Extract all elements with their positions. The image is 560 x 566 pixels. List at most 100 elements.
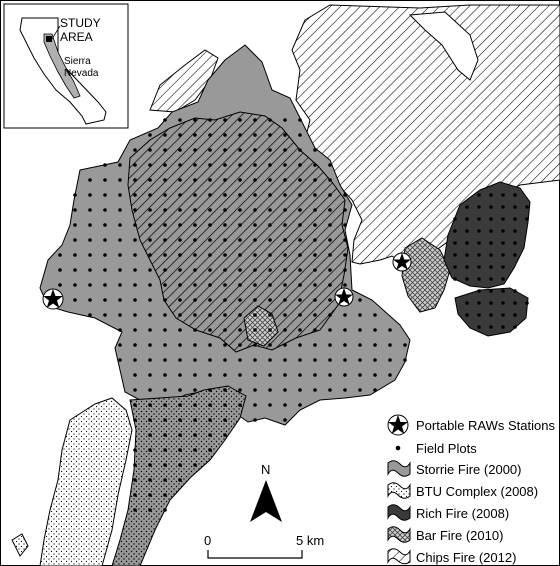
field-plot-dot bbox=[388, 373, 392, 377]
field-plot-dot bbox=[343, 193, 347, 197]
field-plot-dot bbox=[208, 268, 212, 272]
study-area-leader bbox=[51, 25, 61, 40]
field-plot-dot bbox=[73, 283, 77, 287]
field-plot-dot bbox=[163, 208, 167, 212]
field-plot-dot bbox=[163, 238, 167, 242]
field-plot-dot bbox=[313, 223, 317, 227]
field-plot-dot bbox=[148, 193, 152, 197]
field-plot-dot bbox=[178, 358, 182, 362]
field-plot-dot bbox=[238, 118, 242, 122]
field-plot-dot bbox=[513, 313, 517, 317]
field-plot-dot bbox=[328, 313, 332, 317]
field-plot-dot bbox=[489, 265, 493, 269]
field-plot-dot bbox=[133, 508, 137, 512]
field-plot-dot bbox=[238, 163, 242, 167]
field-plot-dot bbox=[178, 388, 182, 392]
field-plot-dot bbox=[223, 163, 227, 167]
field-plot-dot bbox=[223, 433, 227, 437]
field-plot-dot bbox=[208, 283, 212, 287]
field-plot-dot bbox=[88, 268, 92, 272]
field-plot-dot bbox=[343, 223, 347, 227]
field-plot-dot bbox=[358, 313, 362, 317]
field-plot-dot bbox=[253, 163, 257, 167]
field-plot-dot bbox=[343, 373, 347, 377]
field-plot-dot bbox=[148, 373, 152, 377]
field-plot-dot bbox=[193, 388, 197, 392]
field-plot-dot bbox=[453, 241, 457, 245]
field-plot-dot bbox=[268, 133, 272, 137]
field-plot-dot bbox=[298, 133, 302, 137]
field-plot-dot bbox=[328, 193, 332, 197]
field-plot-dot bbox=[148, 178, 152, 182]
field-plot-dot bbox=[453, 277, 457, 281]
chips-fire-area bbox=[291, 4, 560, 266]
field-plot-dot bbox=[298, 358, 302, 362]
field-plot-dot bbox=[223, 178, 227, 182]
field-plot-dot bbox=[298, 403, 302, 407]
btu-complex-area bbox=[39, 397, 133, 566]
field-plot-dot bbox=[313, 148, 317, 152]
field-plot-dot bbox=[178, 313, 182, 317]
field-plot-dot bbox=[525, 205, 529, 209]
field-plot-dot bbox=[313, 298, 317, 302]
raws-station-west bbox=[42, 288, 64, 310]
field-plot-dot bbox=[178, 418, 182, 422]
field-plot-dot bbox=[163, 298, 167, 302]
field-plot-dot bbox=[489, 193, 493, 197]
field-plot-dot bbox=[208, 433, 212, 437]
field-plot-dot bbox=[328, 283, 332, 287]
field-plot-dot bbox=[268, 178, 272, 182]
field-plot-dot bbox=[328, 343, 332, 347]
field-plot-dot bbox=[103, 178, 107, 182]
field-plot-dot bbox=[223, 313, 227, 317]
field-plot-dot bbox=[328, 298, 332, 302]
bar-fire-area bbox=[401, 237, 451, 313]
field-plot-dot bbox=[178, 208, 182, 212]
field-plot-dot bbox=[283, 133, 287, 137]
field-plot-dot bbox=[298, 313, 302, 317]
field-plot-dot bbox=[193, 358, 197, 362]
storrie-swatch-icon bbox=[387, 460, 411, 477]
field-plot-dot bbox=[223, 343, 227, 347]
field-plot-dot bbox=[148, 238, 152, 242]
field-plot-dot bbox=[489, 241, 493, 245]
field-plot-dot bbox=[501, 241, 505, 245]
field-plot-dot bbox=[313, 283, 317, 287]
field-plot-dot bbox=[253, 193, 257, 197]
field-plots-group bbox=[58, 118, 529, 512]
field-plot-dot bbox=[283, 283, 287, 287]
field-plot-dot bbox=[453, 217, 457, 221]
field-plot-dot bbox=[208, 418, 212, 422]
field-plot-dot bbox=[313, 178, 317, 182]
field-plot-dot bbox=[133, 178, 137, 182]
field-plot-dot bbox=[343, 358, 347, 362]
field-plot-dot bbox=[268, 298, 272, 302]
field-plot-dot bbox=[358, 388, 362, 392]
field-plot-dot bbox=[178, 298, 182, 302]
field-plot-dot bbox=[298, 298, 302, 302]
field-plot-dot bbox=[193, 238, 197, 242]
field-plot-dot bbox=[73, 268, 77, 272]
north-arrow-icon bbox=[250, 480, 282, 522]
field-plot-dot bbox=[465, 217, 469, 221]
field-plot-dot bbox=[358, 298, 362, 302]
field-plot-dot bbox=[163, 448, 167, 452]
field-plot-dot bbox=[501, 193, 505, 197]
field-plot-dot bbox=[388, 358, 392, 362]
field-plot-dot bbox=[178, 223, 182, 227]
field-plot-dot bbox=[88, 238, 92, 242]
scale-bar: 0 5 km bbox=[204, 533, 324, 559]
field-plot-dot bbox=[193, 403, 197, 407]
field-plot-dot bbox=[501, 301, 505, 305]
field-plot-dot bbox=[403, 358, 407, 362]
field-plot-dot bbox=[118, 358, 122, 362]
field-plot-dot bbox=[223, 268, 227, 272]
field-plot-dot bbox=[283, 148, 287, 152]
field-plot-dot bbox=[118, 298, 122, 302]
field-plot-dot bbox=[253, 313, 257, 317]
field-plot-dot bbox=[283, 358, 287, 362]
inset-study-label-2: AREA bbox=[60, 30, 93, 44]
field-plot-dot bbox=[103, 208, 107, 212]
field-plot-dot bbox=[268, 223, 272, 227]
field-plot-dot bbox=[477, 241, 481, 245]
